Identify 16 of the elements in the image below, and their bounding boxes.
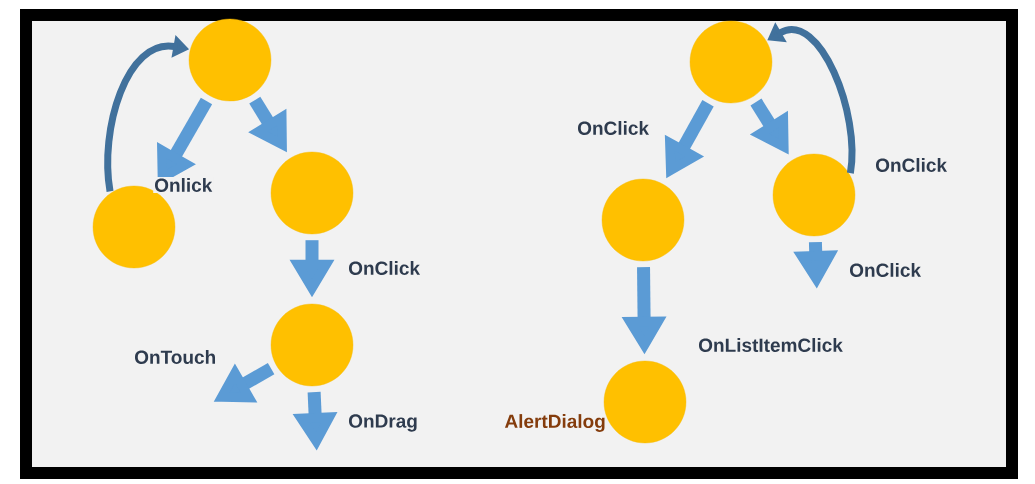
circle xyxy=(603,360,687,444)
circle xyxy=(270,303,354,387)
event-label: OnListItemClick xyxy=(699,338,843,352)
circle xyxy=(188,18,272,102)
edge-label: OnTouch xyxy=(133,349,218,365)
edge-label: OnClick xyxy=(874,157,948,173)
circle xyxy=(601,178,685,262)
circle xyxy=(772,153,856,237)
circle xyxy=(270,151,354,235)
dialog-label: AlertDialog xyxy=(504,414,605,432)
edge-label: OnClick xyxy=(347,260,421,276)
circle xyxy=(689,20,773,104)
edge-label: OnClick xyxy=(848,262,922,278)
edge-label: Onlick xyxy=(153,177,214,193)
edge-label: OnClick xyxy=(576,120,650,136)
edge-label: OnDrag xyxy=(347,413,419,433)
